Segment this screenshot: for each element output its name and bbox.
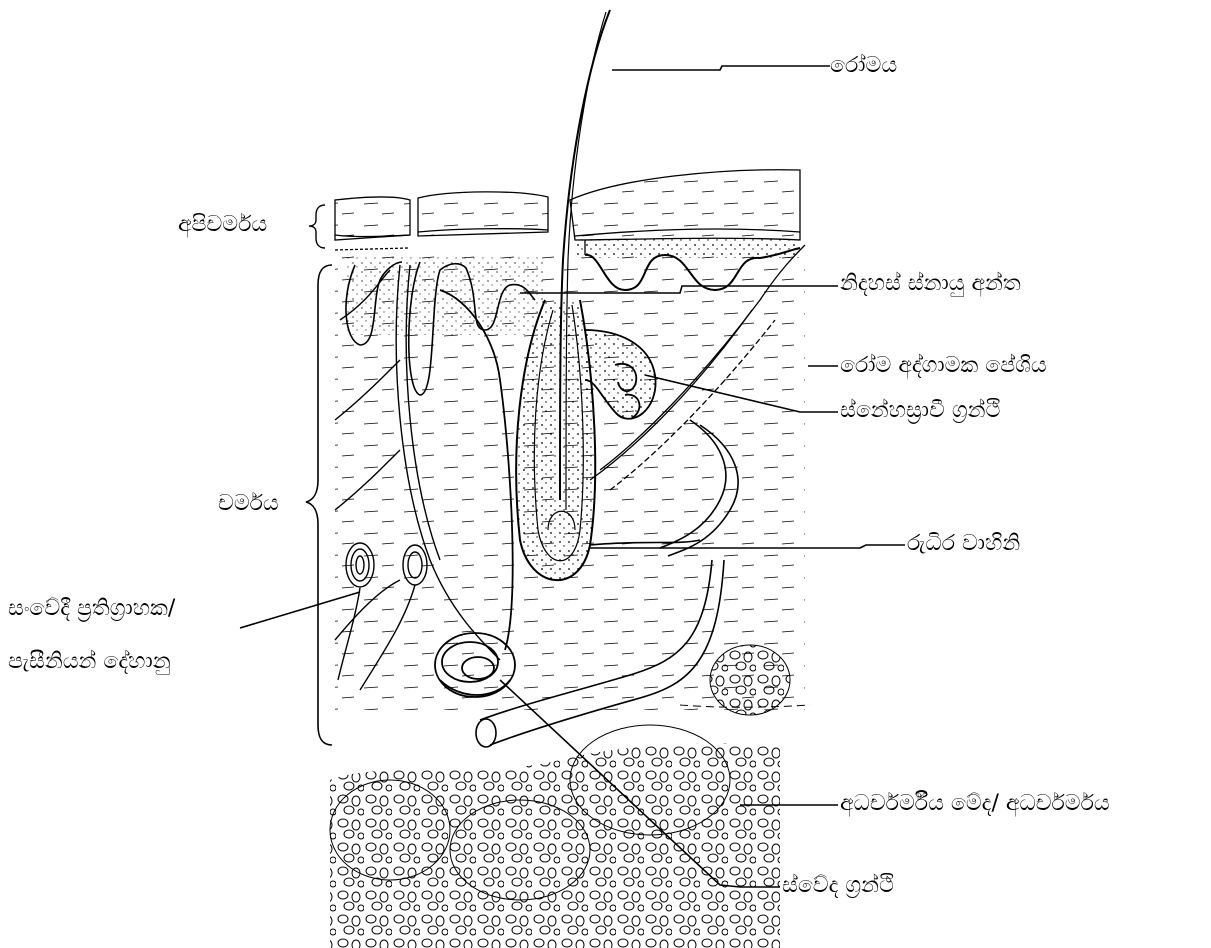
- label-hair: රෝමය: [830, 52, 897, 80]
- label-dermis: චර්මය: [218, 490, 279, 518]
- label-blood-vessels: රුධිර වාහිනි: [907, 530, 1020, 558]
- leader-hair: [612, 66, 830, 70]
- epidermis-bracket: [309, 205, 325, 248]
- label-epidermis: අපිචර්මය: [178, 211, 267, 239]
- label-sweat-gland: ස්වේද ග්‍රන්ථි: [782, 872, 894, 900]
- dermis-bracket: [306, 265, 332, 745]
- label-receptors-line1: සංවේදී ප්‍රතිග්‍රාහක/: [8, 595, 175, 623]
- label-arrector-pili: රෝම අද්ගාමක පේශිය: [840, 352, 1047, 380]
- label-free-nerve-endings: නිදහස් ස්නායු අන්ත: [840, 270, 1021, 298]
- label-sebaceous-gland: ස්නේහස්‍රාවී ග්‍රන්ථි: [840, 397, 1000, 425]
- label-hypodermis: අධර්චර්මීය මේද/ අධර්චර්මය: [840, 790, 1110, 818]
- label-receptors-line2: පැසීනියන් දේහානු: [8, 648, 171, 676]
